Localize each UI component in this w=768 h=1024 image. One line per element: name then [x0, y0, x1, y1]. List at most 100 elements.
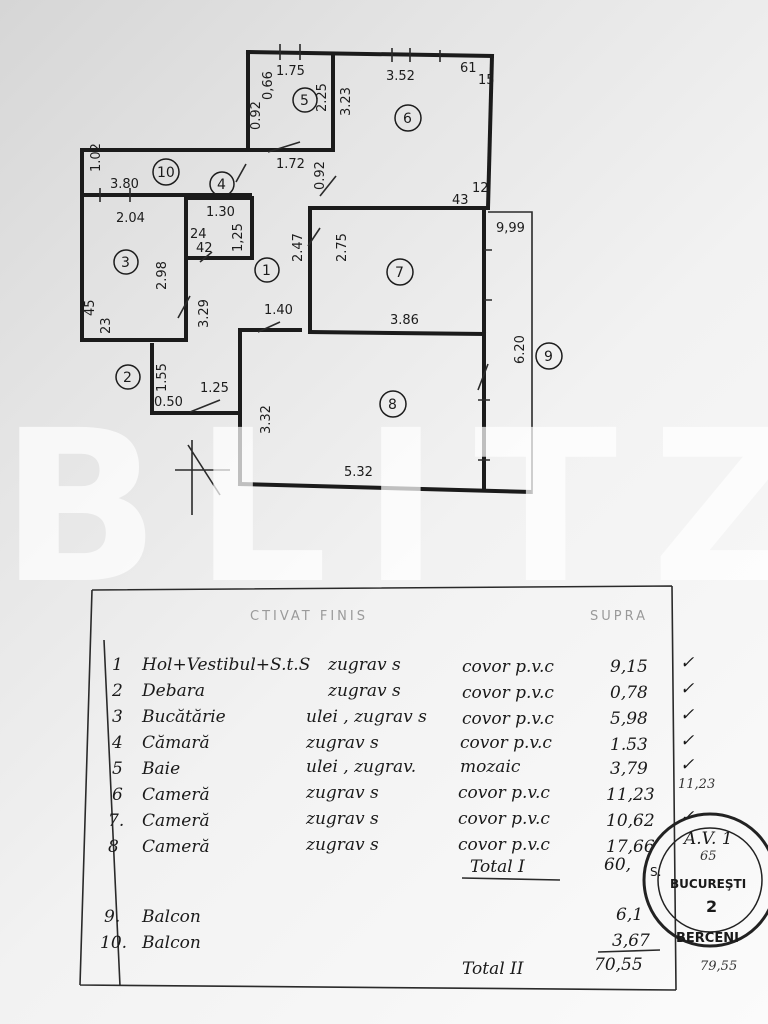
room-area: 3,67	[612, 931, 650, 951]
dim-label: 1,25	[231, 223, 246, 252]
dim-label: 0.50	[154, 395, 183, 410]
wall-finish: ulei , zugrav s	[306, 707, 427, 727]
room-number: 4	[217, 177, 226, 193]
table-row: 6 Cameră zugrav s covor p.v.c 11,23 11,2…	[112, 777, 715, 805]
room-number: 1	[262, 263, 271, 279]
table-header-faint-right: SUPRA	[590, 609, 648, 624]
floor-finish: covor p.v.c	[462, 683, 554, 703]
room-name: Cameră	[142, 837, 210, 857]
check-mark: ✓	[680, 705, 694, 725]
total-2-note: 79,55	[700, 959, 737, 974]
floor-finish: mozaic	[460, 757, 521, 777]
wall-finish: zugrav s	[305, 809, 379, 829]
north-arrow-icon	[175, 440, 230, 515]
wall-finish: zugrav s	[327, 655, 401, 675]
room-area: 1.53	[610, 735, 648, 755]
area-note: 11,23	[678, 777, 715, 792]
dim-label: 2.25	[315, 83, 330, 112]
check-mark: ✓	[680, 653, 694, 673]
dim-label: 0.92	[313, 161, 328, 190]
floor-finish: covor p.v.c	[460, 733, 552, 753]
room-name: Balcon	[141, 933, 201, 953]
wall-finish: ulei , zugrav.	[306, 757, 416, 777]
room-area: 17,66	[606, 837, 655, 857]
room-number: 3	[121, 255, 130, 271]
dim-label: 1.55	[155, 363, 170, 392]
dim-label: 2.75	[335, 233, 350, 262]
room-markers: 1 2 3 4 5 6 7 8 9 10	[113, 87, 563, 418]
row-number: 6	[112, 785, 123, 805]
dim-label: 1.02	[89, 143, 104, 172]
dim-label: 24	[190, 227, 207, 242]
floor-finish: covor p.v.c	[458, 783, 550, 803]
dim-label: 3.86	[390, 313, 419, 328]
table-rows: 1 Hol+Vestibul+S.t.S zugrav s covor p.v.…	[108, 653, 715, 857]
dim-label: 2.98	[155, 261, 170, 290]
table-row: 5 Baie ulei , zugrav. mozaic 3,79 ✓	[112, 755, 694, 779]
row-number: 5	[112, 759, 123, 779]
window-marks	[99, 44, 492, 461]
dim-label: 5.32	[344, 465, 373, 480]
row-number: 10.	[100, 933, 127, 953]
dim-label: 3.80	[110, 177, 139, 192]
room-number: 7	[395, 265, 404, 281]
stamp-text-left: S.	[650, 865, 661, 879]
floor-finish: covor p.v.c	[462, 709, 554, 729]
table-row: 4 Cămară zugrav s covor p.v.c 1.53 ✓	[111, 731, 694, 755]
dim-label: 6.20	[513, 335, 528, 364]
stamp-text-bottom: BERCENI	[676, 931, 739, 946]
room-number: 8	[388, 397, 397, 413]
room-area: 5,98	[610, 709, 648, 729]
room-name: Debara	[141, 681, 205, 701]
row-number: 2	[111, 681, 123, 701]
room-name: Baie	[141, 759, 180, 779]
door-swings	[177, 141, 489, 413]
dim-label: 15	[478, 73, 495, 88]
total-1-underline	[461, 877, 561, 881]
room-name: Cameră	[142, 811, 210, 831]
table-frame	[79, 585, 677, 991]
wall-finish: zugrav s	[305, 733, 379, 753]
room-area: 11,23	[606, 785, 655, 805]
dim-label: 42	[196, 241, 213, 256]
room-number: 2	[123, 370, 132, 386]
dim-label: 0.92	[249, 101, 264, 130]
row-number: 1	[112, 655, 123, 675]
dim-label: 3.29	[197, 299, 212, 328]
stamp-text-city: BUCUREŞTI	[670, 877, 746, 891]
wall-finish: zugrav s	[305, 835, 379, 855]
dim-label: 9,99	[496, 221, 525, 236]
dim-label: 1.25	[200, 381, 229, 396]
table-row: 9. Balcon 6,1	[104, 905, 643, 927]
room-area: 9,15	[610, 657, 648, 677]
dim-label: 2.47	[291, 233, 306, 262]
walls	[80, 49, 533, 495]
stamp-text-center: 2	[706, 897, 717, 916]
wall-finish: zugrav s	[327, 681, 401, 701]
room-number: 9	[544, 349, 553, 365]
balcony-rows: 9. Balcon 6,1 10. Balcon 3,67	[100, 905, 650, 953]
total-1-value: 60,	[604, 855, 631, 875]
room-name: Bucătărie	[141, 707, 226, 727]
floor-finish: covor p.v.c	[458, 835, 550, 855]
stamp-text-num: 65	[700, 849, 717, 864]
dim-label: 3.23	[339, 87, 354, 116]
room-name: Cămară	[142, 733, 210, 753]
dim-label: 1.40	[264, 303, 293, 318]
dim-label: 45	[83, 299, 98, 316]
room-name: Cameră	[142, 785, 210, 805]
room-area: 0,78	[610, 683, 648, 703]
dim-label: 1.75	[276, 64, 305, 79]
room-name: Balcon	[141, 907, 201, 927]
dim-label: 61	[460, 61, 477, 76]
room-number: 10	[157, 165, 175, 181]
total-1-label: Total I	[470, 857, 525, 877]
room-number: 5	[300, 93, 309, 109]
room-area: 10,62	[606, 811, 655, 831]
table-row: 7. Cameră zugrav s covor p.v.c 10,62 ✓	[108, 807, 694, 831]
table-row: 8 Cameră zugrav s covor p.v.c 17,66	[108, 835, 655, 857]
